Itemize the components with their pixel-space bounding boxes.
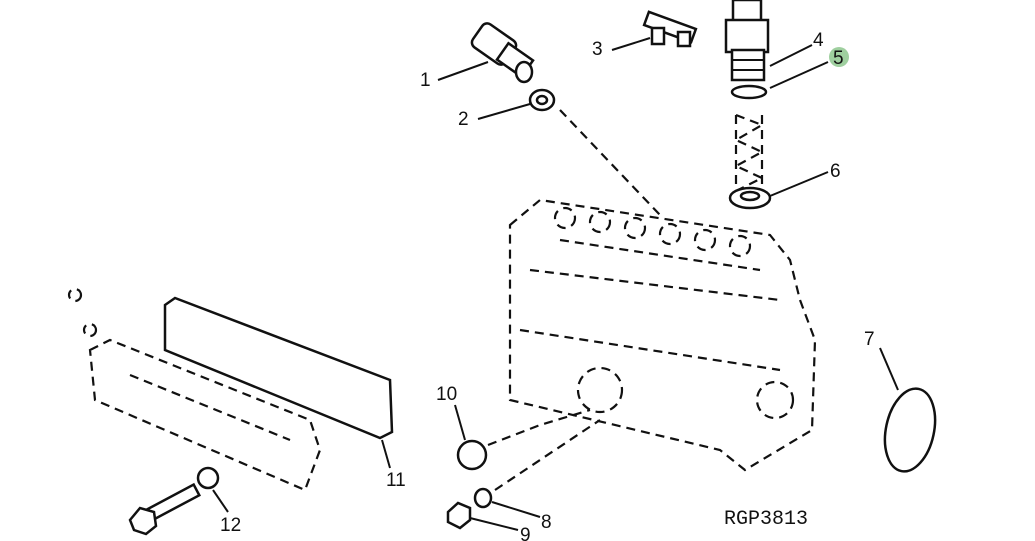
callout-8[interactable]: 8 <box>541 512 552 533</box>
callout-5[interactable]: 5 <box>833 48 844 69</box>
callout-4[interactable]: 4 <box>813 30 824 51</box>
callout-9[interactable]: 9 <box>520 525 531 541</box>
callout-12[interactable]: 12 <box>220 515 241 536</box>
callout-7[interactable]: 7 <box>864 329 875 350</box>
figure-code: RGP3813 <box>724 508 808 531</box>
part-8-washer <box>473 487 493 509</box>
callout-2[interactable]: 2 <box>458 109 469 130</box>
callout-1[interactable]: 1 <box>420 70 431 91</box>
part-12-bolt <box>128 466 220 536</box>
callout-6[interactable]: 6 <box>830 161 841 182</box>
part-9-nut <box>446 501 472 530</box>
part-10-o-ring <box>456 439 488 471</box>
part-6-valve <box>728 186 772 210</box>
leader-lines <box>212 37 899 531</box>
part-1-fitting <box>470 22 535 84</box>
part-5-o-ring <box>730 84 768 100</box>
callout-5-highlight <box>829 47 849 67</box>
part-7-o-ring <box>883 387 937 473</box>
part-4-valve-holder <box>724 0 770 82</box>
part-spring <box>733 113 765 191</box>
part-11-gasket <box>163 296 394 440</box>
part-2-washer <box>528 88 556 112</box>
callout-10[interactable]: 10 <box>436 384 457 405</box>
callout-11[interactable]: 11 <box>386 470 406 491</box>
side-cover <box>67 287 322 492</box>
callout-3[interactable]: 3 <box>592 39 603 60</box>
part-3-clip <box>642 10 698 48</box>
pump-housing <box>508 109 817 472</box>
